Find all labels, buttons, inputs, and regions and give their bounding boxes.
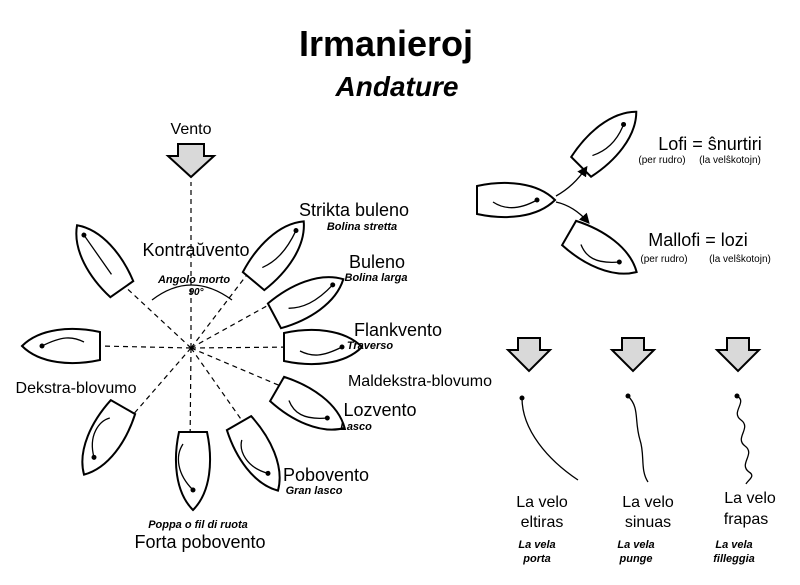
steering-boat-center [476,181,556,219]
italian-pobovento: Gran lasco [286,485,343,497]
italian-buleno: Bolina larga [345,272,408,284]
wind-arrow-eltiras-icon [505,337,553,373]
wind-arrow-frapas-icon [714,337,762,373]
lofi-rudder: (per rudro) [638,155,685,166]
state-eltiras-it2: porta [522,553,551,565]
wind-label: Vento [171,121,212,138]
state-eltiras-line2: eltiras [521,514,564,531]
dead-angle-arc [151,284,233,301]
mallofi-sheets: (la velŝkotojn) [709,254,771,265]
label-kontrauvento: Kontraŭvento [142,240,249,260]
italian-strikta-buleno: Bolina stretta [327,221,397,233]
boat-forta-pobovento [174,431,212,511]
wind-arrow-icon [165,143,217,179]
mallofi-arrow-icon [555,201,590,224]
boat-dekstra-lower [68,397,139,485]
mallofi-rudder: (per rudro) [640,254,687,265]
mallofi-label: Mallofi = lozi [648,230,748,250]
lofi-sheets: (la velŝkotojn) [699,155,761,166]
state-sinuas-line1: La velo [622,494,674,511]
state-sinuas-it2: punge [619,553,653,565]
label-forta-pobovento: Forta pobovento [134,532,265,552]
boat-flankvento [283,328,363,366]
boat-dekstra-blovumo [21,327,101,365]
italian-lozvento: Lasco [340,421,372,433]
label-maldekstra-blovumo: Maldekstra-blovumo [348,373,492,390]
lofi-arrow-icon [555,165,588,197]
state-frapas-it1: La vela [715,539,752,551]
boat-buleno [265,263,353,332]
label-strikta-buleno: Strikta buleno [299,200,409,220]
state-eltiras-it1: La vela [518,539,555,551]
angle-value: 90° [188,287,204,298]
subtitle: Andature [335,71,459,102]
sail-sinuas-curve [625,393,649,483]
state-frapas-line1: La velo [724,490,776,507]
state-frapas-line2: frapas [724,511,768,528]
label-flankvento: Flankvento [354,320,442,340]
state-sinuas-it1: La vela [617,539,654,551]
state-frapas-it2: filleggia [713,553,755,565]
label-dekstra-blovumo: Dekstra-blovumo [16,380,137,397]
angle-label: Angolo morto [157,274,230,286]
boat-pobovento [223,413,294,501]
sail-frapas-curve [734,393,753,485]
sail-eltiras-curve [519,395,579,481]
label-lozvento: Lozvento [343,400,416,420]
steering-boat-bottom [559,217,647,288]
wind-rays [99,182,297,449]
steering-boat-top [568,98,650,180]
label-buleno: Buleno [349,252,405,272]
boat-lozvento [267,373,355,444]
italian-flankvento: Traverso [347,340,394,352]
italian-forta-pobovento: Poppa o fil di ruota [148,519,248,531]
title: Irmanieroj [299,23,473,64]
boat-strikta-buleno [239,209,318,294]
boat-kontrauvento [62,214,137,300]
label-pobovento: Pobovento [283,465,369,485]
wind-arrow-sinuas-icon [609,337,657,373]
state-eltiras-line1: La velo [516,494,568,511]
state-sinuas-line2: sinuas [625,514,671,531]
lofi-label: Lofi = ŝnurtiri [658,134,762,154]
